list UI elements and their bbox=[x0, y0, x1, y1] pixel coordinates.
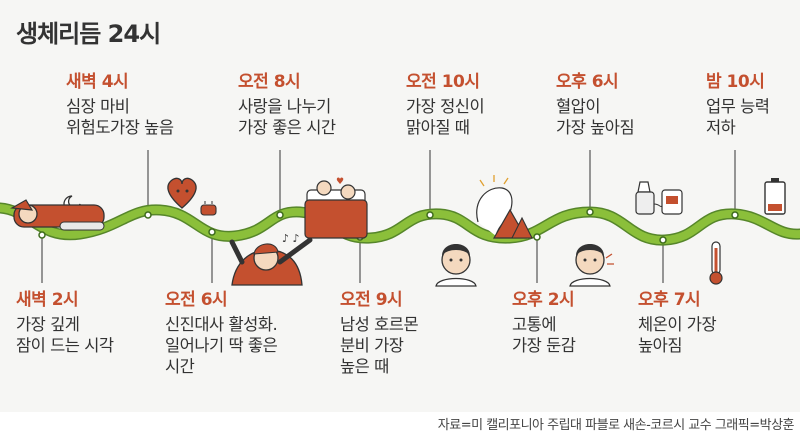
event-label: 밤 10시 업무 능력 저하 bbox=[706, 72, 770, 138]
event-description: 가장 정신이 맑아질 때 bbox=[406, 96, 485, 137]
low-battery-icon bbox=[764, 178, 786, 215]
alarm-icon bbox=[200, 204, 217, 216]
event-label: 오후 7시 체온이 가장 높아짐 bbox=[638, 290, 717, 356]
sleeping-santa-icon bbox=[10, 195, 105, 231]
leader-lines bbox=[41, 150, 736, 283]
source-footer: 자료=미 캘리포니아 주립대 파블로 새손-코르시 교수 그래픽=박상훈 bbox=[0, 412, 800, 434]
time-marker bbox=[586, 208, 594, 216]
event-label: 오후 6시 혈압이 가장 높아짐 bbox=[556, 72, 635, 138]
event-description: 신진대사 활성화. 일어나기 딱 좋은 시간 bbox=[165, 314, 278, 376]
event-time: 새벽 4시 bbox=[66, 72, 129, 92]
blood-pressure-icon bbox=[635, 181, 683, 215]
event-label: 오전 6시 신진대사 활성화. 일어나기 딱 좋은 시간 bbox=[165, 290, 278, 377]
event-description: 남성 호르몬 분비 가장 높은 때 bbox=[340, 314, 419, 376]
man-face-icon bbox=[569, 244, 614, 287]
page-title: 생체리듬 24시 bbox=[16, 20, 161, 48]
event-label: 오전 10시 가장 정신이 맑아질 때 bbox=[406, 72, 485, 138]
event-time: 오후 7시 bbox=[638, 290, 701, 310]
event-time: 오전 9시 bbox=[340, 290, 403, 310]
time-marker bbox=[533, 233, 541, 241]
event-time: 새벽 2시 bbox=[16, 290, 79, 310]
waking-stretch-icon: ♪ ♪ bbox=[229, 232, 313, 286]
svg-text:♥: ♥ bbox=[336, 177, 344, 187]
event-description: 고통에 가장 둔감 bbox=[512, 314, 576, 355]
man-face-icon bbox=[435, 244, 477, 287]
time-marker bbox=[38, 231, 46, 239]
event-description: 업무 능력 저하 bbox=[706, 96, 770, 137]
thermometer-icon bbox=[709, 241, 723, 285]
event-time: 오전 10시 bbox=[406, 72, 480, 92]
event-label: 새벽 2시 가장 깊게 잠이 드는 시각 bbox=[16, 290, 114, 356]
event-description: 심장 마비 위험도가장 높음 bbox=[66, 96, 174, 137]
svg-text:♪ ♪: ♪ ♪ bbox=[282, 232, 300, 245]
time-marker bbox=[276, 211, 284, 219]
event-label: 오전 8시 사랑을 나누기 가장 좋은 시간 bbox=[238, 72, 336, 138]
tree-icon bbox=[511, 216, 533, 239]
event-time: 오전 6시 bbox=[165, 290, 228, 310]
clear-mind-icon bbox=[476, 175, 533, 239]
event-label: 새벽 4시 심장 마비 위험도가장 높음 bbox=[66, 72, 174, 138]
event-description: 사랑을 나누기 가장 좋은 시간 bbox=[238, 96, 336, 137]
event-time: 오전 8시 bbox=[238, 72, 301, 92]
heart-alarm-icon bbox=[167, 177, 217, 216]
event-description: 혈압이 가장 높아짐 bbox=[556, 96, 635, 137]
time-marker bbox=[208, 228, 216, 236]
couple-in-bed-icon: ♥ bbox=[304, 177, 368, 239]
event-description: 가장 깊게 잠이 드는 시각 bbox=[16, 314, 114, 355]
event-time: 오후 2시 bbox=[512, 290, 575, 310]
time-marker bbox=[144, 211, 152, 219]
source-credit: 자료=미 캘리포니아 주립대 파블로 새손-코르시 교수 그래픽=박상훈 bbox=[437, 418, 795, 433]
heart-icon bbox=[167, 177, 197, 209]
time-marker bbox=[659, 236, 667, 244]
event-description: 체온이 가장 높아짐 bbox=[638, 314, 717, 355]
event-label: 오후 2시 고통에 가장 둔감 bbox=[512, 290, 576, 356]
event-label: 오전 9시 남성 호르몬 분비 가장 높은 때 bbox=[340, 290, 419, 377]
event-time: 밤 10시 bbox=[706, 72, 765, 92]
time-marker bbox=[731, 211, 739, 219]
time-marker bbox=[426, 211, 434, 219]
event-time: 오후 6시 bbox=[556, 72, 619, 92]
